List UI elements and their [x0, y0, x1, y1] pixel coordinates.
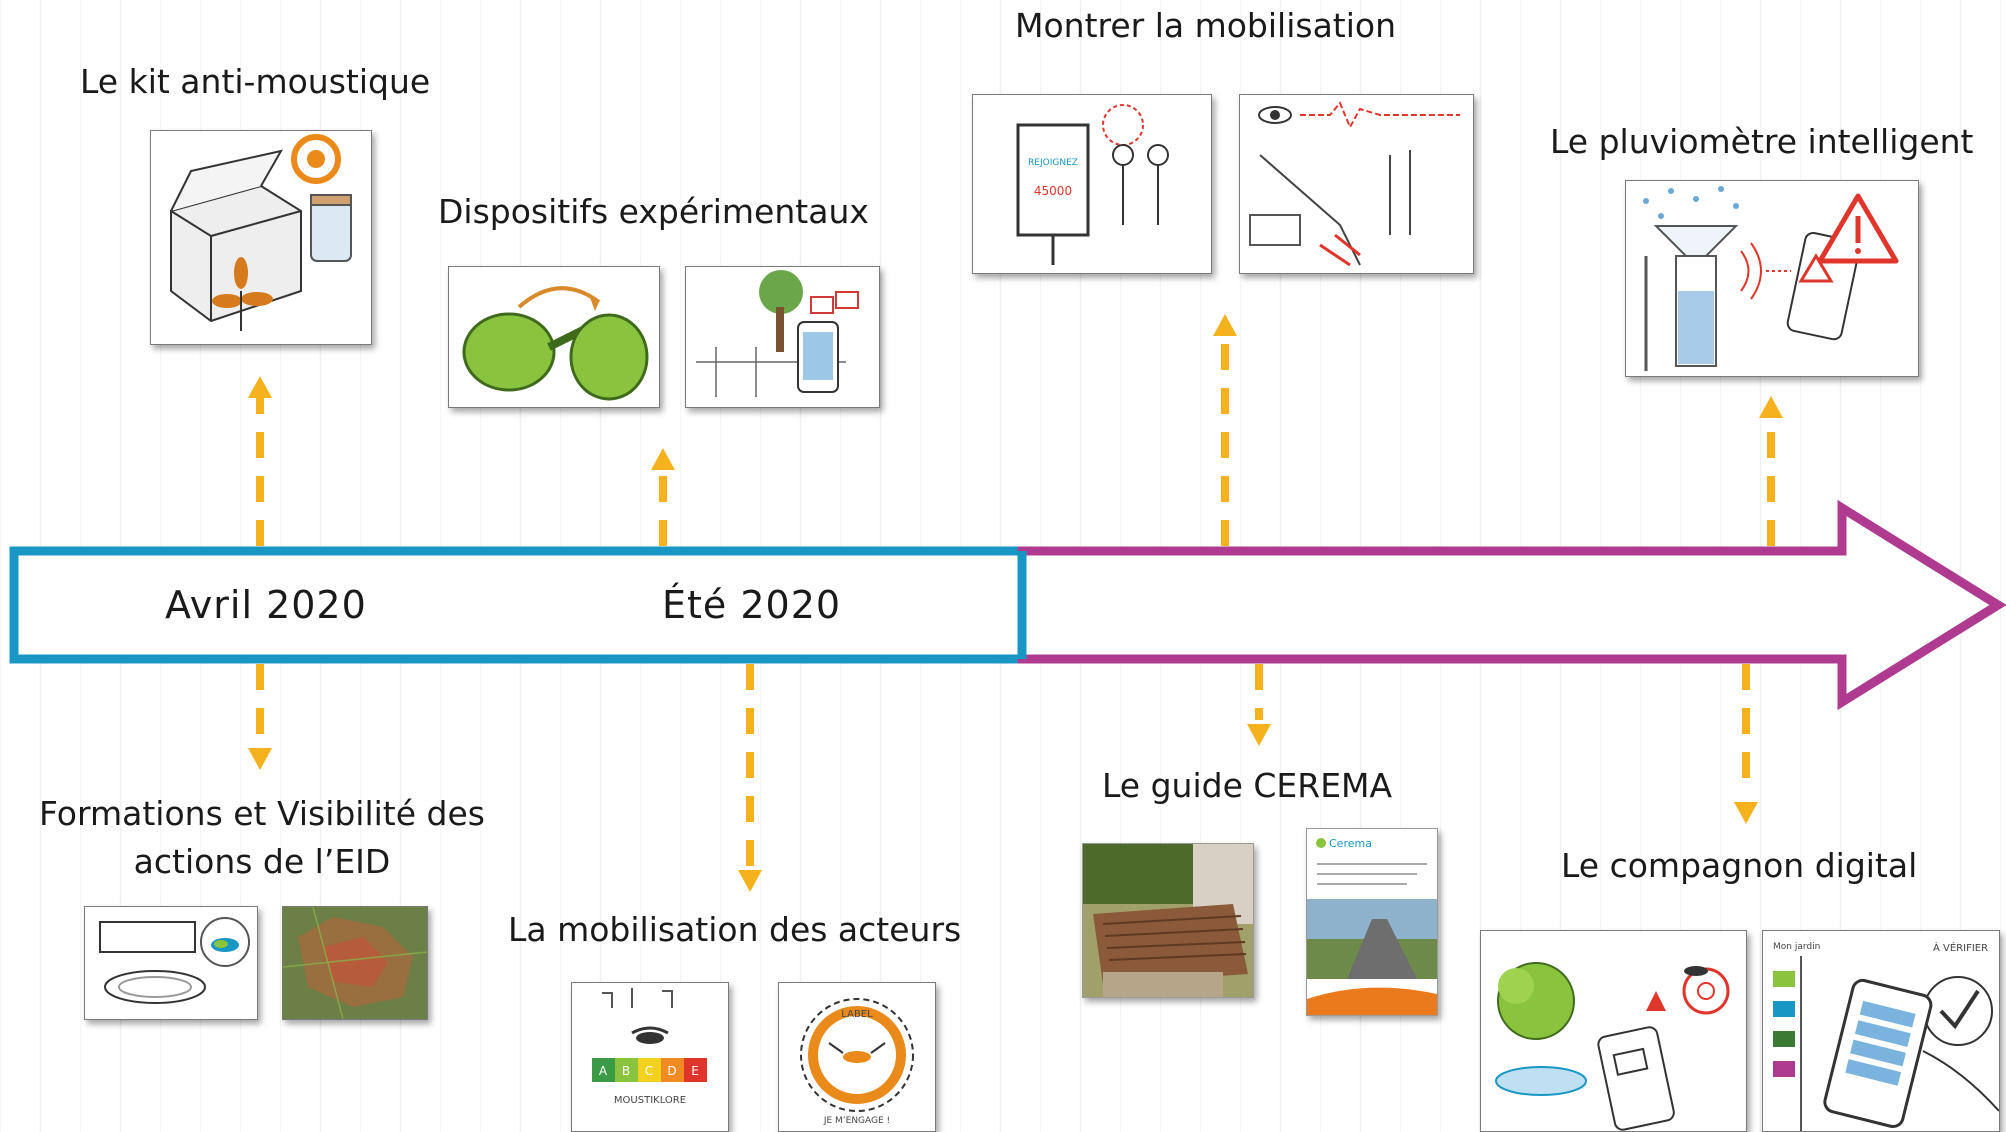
arrowhead-down-cerema — [1247, 724, 1271, 746]
arrowhead-up-dispositifs — [651, 448, 675, 470]
watering-can-illustration — [448, 266, 660, 408]
satellite-map-image — [282, 906, 428, 1020]
cerema-brand-text: Cerema — [1329, 837, 1372, 850]
label-badge-illustration: LABEL JE M’ENGAGE ! — [778, 982, 936, 1132]
milestone-label-montrer: Montrer la mobilisation — [1015, 6, 1397, 45]
garden-phone-illustration — [1480, 930, 1747, 1132]
milestone-label-compagnon: Le compagnon digital — [1561, 846, 1918, 885]
badge-engage-text: JE M’ENGAGE ! — [823, 1116, 890, 1126]
scale-letter-d: D — [667, 1064, 676, 1078]
checklist-phone-illustration: Mon jardin À VÉRIFIER — [1762, 930, 2000, 1132]
experiment-phone-illustration — [685, 266, 880, 408]
arrowhead-up-pluvio — [1759, 396, 1783, 418]
badge-label-text: LABEL — [841, 1009, 873, 1020]
milestone-label-formations: Formations et Visibilité des actions de … — [24, 790, 500, 886]
arrowhead-down-mobilisation — [738, 870, 762, 892]
svg-text:45000: 45000 — [1034, 184, 1072, 198]
milestone-label-formations-line2: actions de l’EID — [133, 842, 391, 881]
timeline-future-arrow — [1017, 499, 2006, 711]
checklist-verify-text: À VÉRIFIER — [1933, 941, 1988, 954]
date-label-ete: Été 2020 — [662, 583, 842, 627]
scale-letter-e: E — [691, 1064, 699, 1078]
arrowhead-down-compagnon — [1734, 802, 1758, 824]
billboard-illustration: REJOIGNEZ 45000 — [972, 94, 1212, 274]
arrowhead-down-formations — [248, 748, 272, 770]
arrowhead-up-montrer — [1213, 314, 1237, 336]
moustiklore-caption: MOUSTIKLORE — [614, 1095, 686, 1106]
milestone-label-kit: Le kit anti-moustique — [80, 62, 431, 101]
milestone-label-cerema: Le guide CEREMA — [1102, 766, 1393, 805]
scale-letter-b: B — [622, 1064, 630, 1078]
training-illustration — [84, 906, 258, 1020]
timeline-past-segment — [9, 546, 1027, 664]
milestone-label-formations-line1: Formations et Visibilité des — [39, 794, 485, 833]
checklist-title-text: Mon jardin — [1773, 942, 1820, 952]
wooden-deck-photo — [1082, 843, 1254, 998]
date-label-avril: Avril 2020 — [165, 583, 367, 627]
milestone-label-mobilisation: La mobilisation des acteurs — [508, 910, 962, 949]
kit-illustration — [150, 130, 372, 345]
milestone-label-dispositifs: Dispositifs expérimentaux — [438, 192, 869, 231]
scale-letter-a: A — [599, 1064, 608, 1078]
billboard-text-rejoignez: REJOIGNEZ — [1028, 158, 1078, 168]
street-illustration — [1239, 94, 1474, 274]
smart-rain-gauge-illustration — [1625, 180, 1919, 377]
arrowhead-up-kit — [248, 376, 272, 398]
cerema-guide-cover: Cerema — [1306, 828, 1438, 1016]
moustiklore-scale-illustration: A B C D E MOUSTIKLORE — [571, 982, 729, 1132]
milestone-label-pluvio: Le pluviomètre intelligent — [1550, 122, 1974, 161]
scale-letter-c: C — [645, 1064, 653, 1078]
